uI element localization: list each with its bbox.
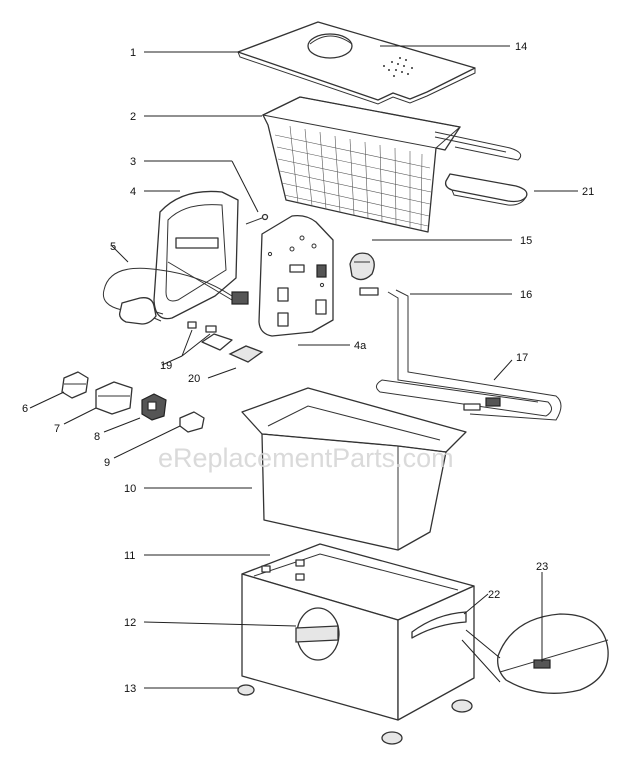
callout-3: 3 [130, 156, 136, 168]
callout-22: 22 [488, 589, 500, 601]
callout-19: 19 [160, 360, 172, 372]
callout-21: 21 [582, 186, 594, 198]
leader-lines [29, 45, 578, 689]
callout-9: 9 [104, 457, 110, 469]
thermostat-part[interactable] [228, 345, 264, 363]
screw-part[interactable] [245, 213, 269, 225]
callout-8: 8 [94, 431, 100, 443]
control-plate-part[interactable] [258, 214, 334, 337]
basket-handle-part[interactable] [444, 173, 528, 206]
bracket-parts[interactable] [187, 321, 233, 351]
heating-element-part[interactable] [359, 287, 562, 421]
callout-13: 13 [124, 683, 136, 695]
outer-housing-part[interactable] [241, 543, 475, 721]
callout-5: 5 [110, 241, 116, 253]
front-knob-part[interactable] [295, 607, 340, 661]
callout-10: 10 [124, 483, 136, 495]
thermostat-knob-part[interactable] [349, 252, 375, 281]
lid-part[interactable] [237, 21, 476, 105]
switch-part-6[interactable] [61, 371, 89, 399]
basket-mesh [274, 125, 432, 231]
switch-part-7[interactable] [95, 381, 133, 415]
callout-6: 6 [22, 403, 28, 415]
watermark: eReplacementParts.com [158, 443, 454, 473]
callout-20: 20 [188, 373, 200, 385]
callout-23: 23 [536, 561, 548, 573]
basket-part[interactable] [261, 96, 522, 233]
feet-part[interactable] [237, 684, 473, 745]
detail-inset-part[interactable] [461, 613, 609, 694]
callout-labels: 1 14 2 21 3 4 5 15 16 4a 17 19 20 6 7 8 … [22, 41, 594, 695]
side-handle-part[interactable] [411, 611, 467, 639]
connector-part-9[interactable] [179, 411, 205, 433]
callout-11: 11 [124, 550, 135, 562]
callout-15: 15 [520, 235, 532, 247]
callout-4a: 4a [354, 340, 367, 352]
callout-2: 2 [130, 111, 136, 123]
power-cord-part[interactable] [102, 267, 233, 325]
callout-12: 12 [124, 617, 136, 629]
callout-4: 4 [130, 186, 136, 198]
lid-vent-holes [383, 57, 413, 77]
callout-14: 14 [515, 41, 527, 53]
oil-tank-part[interactable] [241, 387, 467, 551]
callout-17: 17 [516, 352, 528, 364]
switch-part-8[interactable] [141, 393, 167, 421]
callout-1: 1 [130, 47, 136, 59]
control-frame-part[interactable] [153, 190, 249, 320]
callout-16: 16 [520, 289, 532, 301]
callout-7: 7 [54, 423, 60, 435]
